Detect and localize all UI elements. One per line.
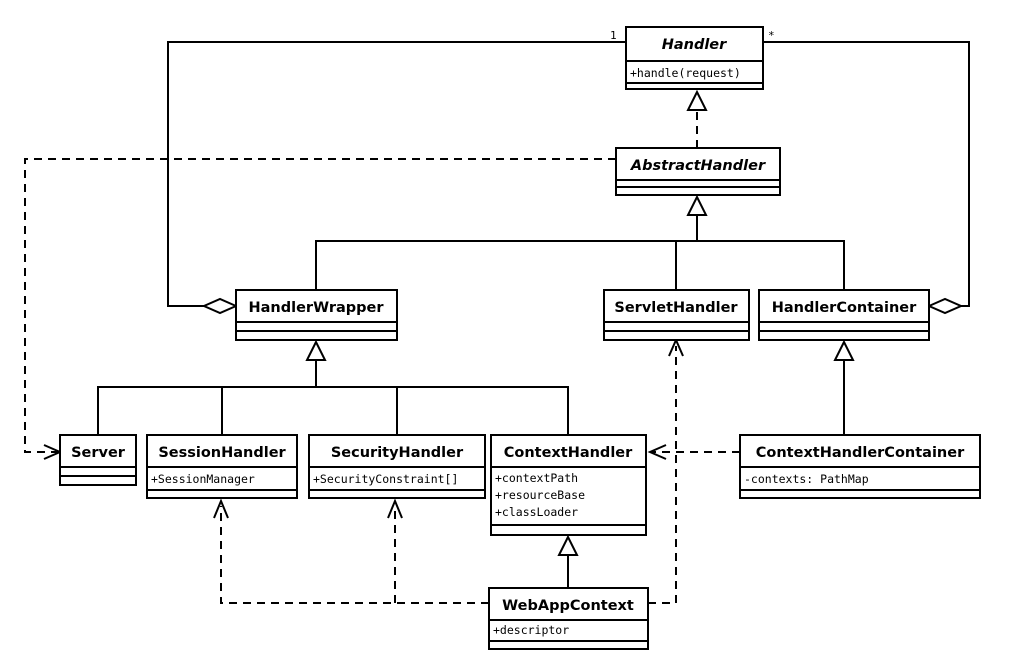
dependency-session-arrow — [213, 498, 229, 519]
class-handler-name: Handler — [662, 37, 727, 53]
aggregation-container-diamond — [926, 297, 964, 315]
class-web-app-context-member: +descriptor — [493, 623, 569, 637]
aggregation-container-handler — [763, 41, 970, 307]
dependency-security-arrow — [387, 498, 403, 519]
class-session-handler-name: SessionHandler — [158, 445, 286, 461]
class-handler-wrapper-name: HandlerWrapper — [249, 300, 385, 316]
dependency-webapp-servlet — [648, 346, 677, 604]
class-context-handler-member: +contextPath — [495, 471, 578, 485]
multiplicity-container: * — [768, 29, 775, 42]
aggregation-wrapper-handler — [167, 41, 626, 307]
class-context-handler-name: ContextHandler — [504, 445, 633, 461]
class-handler: Handler +handle(request) — [625, 26, 764, 90]
class-servlet-handler: ServletHandler — [603, 289, 750, 341]
class-context-handler-container: ContextHandlerContainer -contexts: PathM… — [739, 434, 981, 499]
class-security-handler-name: SecurityHandler — [331, 445, 464, 461]
class-web-app-context: WebAppContext +descriptor — [488, 587, 649, 650]
class-web-app-context-name: WebAppContext — [502, 598, 634, 614]
class-security-handler-member: +SecurityConstraint[] — [313, 472, 458, 486]
class-session-handler: SessionHandler +SessionManager — [146, 434, 298, 499]
dependency-webapp-session-security — [220, 506, 489, 604]
connectors: 1 * — [24, 29, 970, 604]
multiplicity-wrapper: 1 — [610, 29, 617, 42]
class-context-handler: ContextHandler +contextPath +resourceBas… — [490, 434, 647, 536]
class-context-handler-member: +classLoader — [495, 505, 578, 519]
gen-wrapper-triangle — [305, 339, 327, 361]
class-context-handler-member: +resourceBase — [495, 488, 585, 502]
class-session-handler-member: +SessionManager — [151, 472, 255, 486]
gen-webapp-triangle — [557, 534, 579, 556]
gen-abstract-bus — [315, 240, 845, 290]
class-abstract-handler-name: AbstractHandler — [630, 158, 766, 174]
dependency-abstract-server — [24, 158, 616, 453]
class-context-handler-container-member: -contexts: PathMap — [744, 472, 869, 486]
class-server: Server — [59, 434, 137, 486]
dependency-contexthandler-arrow — [647, 444, 667, 460]
realization-triangle — [686, 89, 708, 111]
gen-chc-triangle — [833, 339, 855, 361]
class-handler-wrapper: HandlerWrapper — [235, 289, 398, 341]
aggregation-wrapper-diamond — [201, 297, 239, 315]
class-server-name: Server — [71, 445, 126, 461]
class-handler-member: +handle(request) — [630, 66, 741, 80]
class-context-handler-container-name: ContextHandlerContainer — [756, 445, 965, 461]
gen-abstract-triangle — [686, 194, 708, 216]
class-servlet-handler-name: ServletHandler — [614, 300, 738, 316]
class-handler-container: HandlerContainer — [758, 289, 930, 341]
class-handler-container-name: HandlerContainer — [772, 300, 917, 316]
class-abstract-handler: AbstractHandler — [615, 147, 781, 196]
gen-wrapper-bus — [97, 386, 569, 435]
class-security-handler: SecurityHandler +SecurityConstraint[] — [308, 434, 486, 499]
